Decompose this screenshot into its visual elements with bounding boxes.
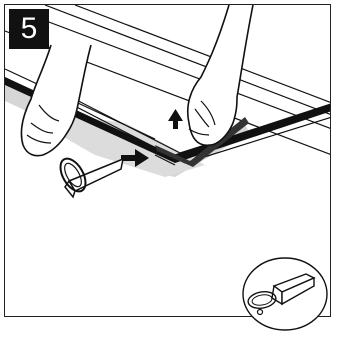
tapping-block-detail-icon — [240, 256, 330, 332]
tapping-block — [55, 154, 123, 197]
floor-shadow-lower — [60, 115, 205, 177]
arrow-up-icon — [168, 109, 183, 129]
step-number-badge: 5 — [9, 9, 49, 49]
detail-handle-pin — [258, 310, 263, 315]
